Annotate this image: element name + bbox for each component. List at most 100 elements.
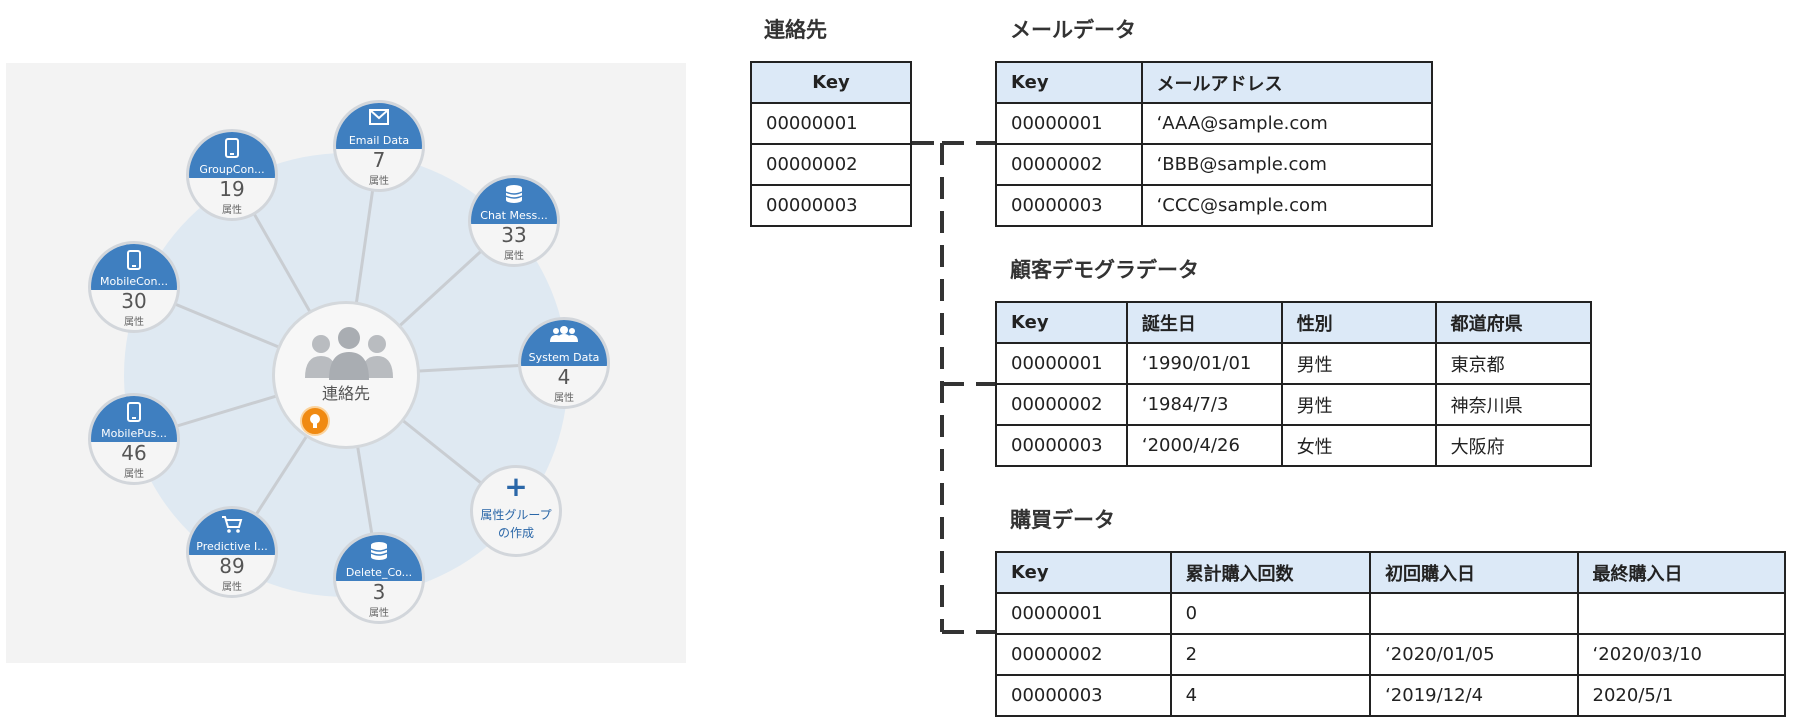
node-count: 33	[501, 223, 527, 247]
table-cell: 00000001	[995, 592, 1172, 635]
column-header: 誕生日	[1125, 301, 1283, 344]
table-cell: ‘1990/01/01	[1125, 342, 1283, 385]
table-cell: 女性	[1280, 424, 1437, 467]
table-cell: 00000003	[995, 674, 1172, 717]
node-unit: 属性	[504, 251, 524, 262]
table-cell: 00000002	[995, 383, 1128, 426]
column-header: 性別	[1280, 301, 1437, 344]
node-count: 19	[219, 177, 245, 201]
center-label: 連絡先	[321, 384, 370, 403]
contacts-center-node[interactable]: 連絡先	[272, 301, 420, 449]
table-cell: 00000002	[995, 143, 1143, 186]
node-name: Delete_Co...	[345, 566, 413, 579]
people-icon	[305, 327, 393, 380]
node-unit: 属性	[369, 176, 389, 187]
node-unit: 属性	[222, 582, 242, 593]
table-header-row: Key	[750, 61, 912, 104]
mobile-icon	[91, 402, 177, 426]
plus-icon: +	[504, 470, 528, 503]
table-cell: 00000002	[750, 143, 912, 186]
table-cell: 男性	[1280, 383, 1437, 426]
node-mobile-contact[interactable]: MobileCon... 30 属性	[88, 241, 180, 333]
node-predictive-i[interactable]: Predictive I... 89 属性	[186, 506, 278, 598]
table-row: 00000002	[750, 143, 912, 186]
node-group-contact[interactable]: GroupCon... 19 属性	[186, 129, 278, 221]
table-header-row: Key 誕生日 性別 都道府県	[995, 301, 1593, 344]
mobile-icon	[189, 138, 275, 162]
table-row: 00000001	[750, 102, 912, 145]
table-row: 00000002‘BBB@sample.com	[995, 143, 1434, 186]
table-cell: ‘2020/01/05	[1369, 633, 1579, 676]
table-cell: 男性	[1280, 342, 1437, 385]
node-delete-co[interactable]: Delete_Co... 3 属性	[333, 532, 425, 624]
table-cell: 00000001	[995, 342, 1128, 385]
node-count: 3	[372, 580, 386, 604]
create-attribute-group-button[interactable]: + 属性グループ の作成	[470, 465, 562, 557]
node-mobile-push[interactable]: MobilePus... 46 属性	[88, 393, 180, 485]
table-cell: 2	[1169, 633, 1372, 676]
node-count: 89	[219, 554, 245, 578]
table-cell: 00000002	[995, 633, 1172, 676]
table-cell: ‘AAA@sample.com	[1140, 102, 1434, 145]
column-header: 都道府県	[1434, 301, 1593, 344]
table-cell: 00000003	[995, 184, 1143, 227]
table-cell: 00000001	[995, 102, 1143, 145]
node-count: 7	[372, 148, 386, 172]
demo-table-title: 顧客デモグラデータ	[1010, 258, 1199, 282]
node-count: 4	[557, 365, 571, 389]
lightbulb-glyph	[310, 414, 320, 428]
table-row: 00000003	[750, 184, 912, 227]
node-chat-messages[interactable]: Chat Mess... 33 属性	[468, 175, 560, 267]
node-email-data[interactable]: Email Data 7 属性	[333, 100, 425, 192]
table-row: 00000001‘AAA@sample.com	[995, 102, 1434, 145]
table-cell: ‘BBB@sample.com	[1140, 143, 1434, 186]
node-system-data[interactable]: System Data 4 属性	[518, 317, 610, 409]
column-header: Key	[995, 301, 1128, 344]
node-name: Predictive I...	[196, 540, 268, 553]
lightbulb-icon[interactable]	[300, 406, 330, 436]
mobile-icon	[91, 250, 177, 274]
node-count: 46	[121, 441, 147, 465]
users-icon	[521, 326, 607, 346]
table-cell: 4	[1169, 674, 1372, 717]
contacts-table: Key 00000001 00000002 00000003	[750, 61, 912, 227]
table-header-row: Key 累計購入回数 初回購入日 最終購入日	[995, 551, 1787, 594]
table-cell: 神奈川県	[1434, 383, 1593, 426]
mail-data-table: Key メールアドレス 00000001‘AAA@sample.com 0000…	[995, 61, 1434, 227]
node-unit: 属性	[554, 393, 574, 404]
node-name: Email Data	[348, 134, 410, 147]
table-cell	[1576, 592, 1787, 635]
node-unit: 属性	[369, 608, 389, 619]
node-header	[189, 509, 275, 555]
column-header: メールアドレス	[1140, 61, 1434, 104]
node-unit: 属性	[124, 317, 144, 328]
column-header: Key	[995, 551, 1172, 594]
node-count: 30	[121, 289, 147, 313]
node-name: Chat Mess...	[480, 209, 548, 222]
table-cell: ‘CCC@sample.com	[1140, 184, 1434, 227]
create-label-line1: 属性グループ	[480, 508, 552, 522]
column-header: 最終購入日	[1576, 551, 1787, 594]
table-cell: 0	[1169, 592, 1372, 635]
column-header: Key	[995, 61, 1143, 104]
table-cell	[1369, 592, 1579, 635]
attribute-diagram-panel: 連絡先 Email Data 7 属性 Chat Mess... 33 属性 S…	[6, 63, 686, 663]
contacts-table-title: 連絡先	[764, 18, 827, 42]
column-header: 初回購入日	[1369, 551, 1579, 594]
table-cell: 00000003	[750, 184, 912, 227]
envelope-icon	[336, 109, 422, 129]
node-name: MobilePus...	[101, 427, 167, 440]
node-name: GroupCon...	[199, 163, 265, 176]
create-label-line2: の作成	[497, 526, 534, 540]
node-unit: 属性	[222, 205, 242, 216]
table-cell: 東京都	[1434, 342, 1593, 385]
purchase-table-title: 購買データ	[1010, 508, 1115, 532]
node-name: MobileCon...	[100, 275, 168, 288]
